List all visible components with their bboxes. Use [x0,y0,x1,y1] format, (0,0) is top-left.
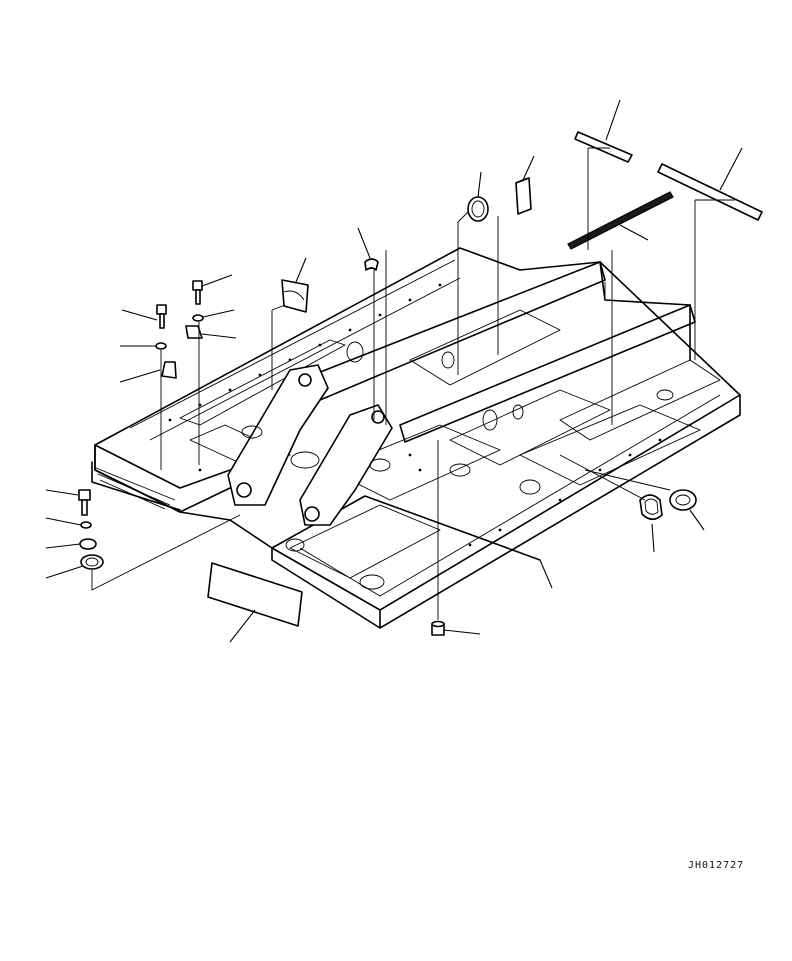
frame-openings [241,341,674,590]
cover-plate-part [281,279,309,313]
revolving-frame [91,247,741,629]
grommet-parts [639,489,697,521]
drawing-number: JH012727 [688,860,745,871]
rubber-strip-parts [567,131,763,250]
boom-foot-bracket [227,364,393,526]
clip-part [364,258,379,271]
bolt-holes [168,283,692,547]
block-parts [467,177,532,222]
bottom-plate-part [207,562,303,627]
leader-lines [45,99,743,643]
bolt-and-washer-parts [78,280,204,570]
cap-part [431,620,445,636]
